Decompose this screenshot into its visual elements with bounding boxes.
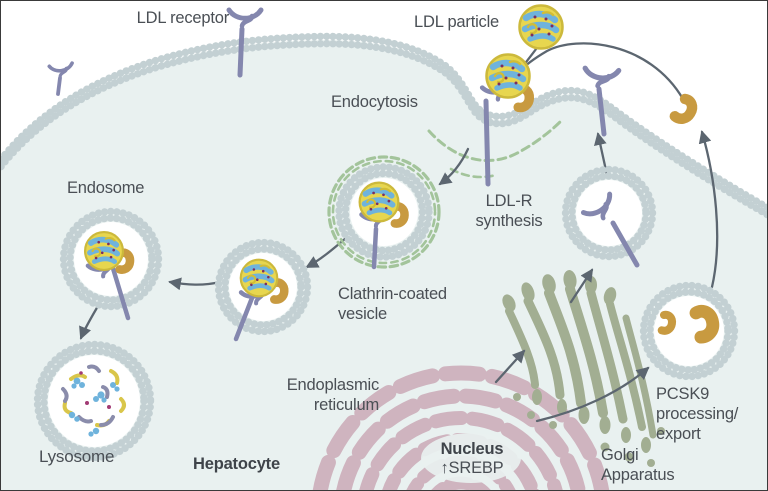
arrow-endocytosis [438,147,470,186]
golgi-apparatus-label: Golgi Apparatus [601,446,675,484]
ldl-particle-icon [85,232,123,270]
ldl-receptor-icon [584,68,619,87]
endosome-label: Endosome [67,179,145,197]
nucleus-label: Nucleus [440,440,504,458]
clathrin-vesicle-label: Clathrin-coated vesicle [338,285,447,323]
ldl-receptor-icon [47,61,76,80]
ldl-particle-icon [360,183,399,222]
arrow-golgi-to-vesicle [569,268,594,304]
ldl-particle-icon [487,55,530,98]
clathrin-coated-vesicle [327,155,441,270]
ldl-receptor-icons [47,10,619,137]
ldl-receptor-icon [229,10,261,26]
pcsk9-label: PCSK9 processing/ export [656,385,739,443]
arrow-pcsk9-binds-receptor [516,42,685,101]
endoplasmic-reticulum-label: Endoplasmic reticulum [286,376,379,414]
endosome-vesicle [59,207,163,321]
ldlr-synthesis-vesicle [561,165,657,268]
nucleus-er-arcs [312,365,610,490]
arrow-nucleus-to-golgi [494,349,526,384]
ldl-particle-icon [520,6,563,49]
ldlr-synthesis-label: LDL-R synthesis [475,192,543,230]
arrow-pcsk9-export [698,130,719,289]
plasma-membrane [1,32,767,219]
ldl-particle-icon [241,260,278,297]
pcsk9-vesicle [639,281,739,381]
lysosome-vesicle [33,340,155,462]
srebp-label: ↑SREBP [440,459,504,477]
ldl-particle-label: LDL particle [414,13,500,31]
uncoated-vesicle [214,238,312,342]
arrow-to-lysosome [79,304,100,340]
endocytosis-label: Endocytosis [331,93,418,111]
hepatocyte-label: Hepatocyte [193,455,280,473]
ldl-receptor-label: LDL receptor [136,9,230,27]
arrow-er-to-pcsk9 [535,366,650,423]
lysosome-label: Lysosome [39,447,115,466]
pcsk9-crescent-icon [672,98,696,123]
endocytosis-site [482,55,531,187]
